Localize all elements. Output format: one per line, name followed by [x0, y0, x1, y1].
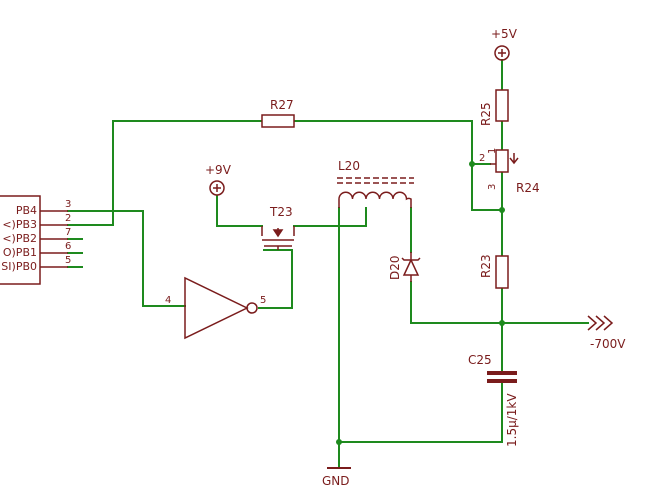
supply-9v: +9V [205, 163, 232, 196]
potentiometer-r24-body [495, 149, 509, 173]
junction-r24-r23 [499, 207, 505, 213]
output-terminal: -700V [587, 315, 626, 351]
supply-9v-label: +9V [205, 163, 232, 177]
wire-9v-to-transistor [216, 195, 263, 227]
ic-pin-label-pb2: <)PB2 [2, 232, 37, 245]
potentiometer-r24-label: R24 [516, 181, 540, 195]
resistor-r25-body [495, 89, 509, 122]
capacitor-c25-value: 1.5μ/1kV [505, 393, 519, 447]
inductor-core [337, 177, 414, 184]
inverter-triangle [184, 276, 249, 340]
resistor-r25-label: R25 [479, 102, 493, 126]
ic-pin-label-pb1: O)PB1 [3, 246, 37, 259]
capacitor-c25-label: C25 [468, 353, 492, 367]
supply-9v-symbol [209, 180, 225, 196]
capacitor-c25-plate-bottom [487, 379, 517, 383]
inductor-l20: L20 [337, 159, 414, 208]
output-label: -700V [590, 337, 626, 351]
junctions [336, 161, 505, 445]
ground-label: GND [322, 474, 350, 488]
transistor-t23-label: T23 [269, 205, 293, 219]
ic-pin-number-2: 2 [65, 213, 71, 224]
ic-pin-number-3: 3 [65, 199, 71, 210]
potentiometer-r24-pin1: 1 [487, 148, 498, 154]
inverter-bubble [246, 302, 258, 314]
junction-r24-wiper [469, 161, 475, 167]
diode-d20: D20 [388, 252, 421, 282]
inverter-in-pin: 4 [165, 295, 171, 306]
wire-c25-to-gnd [338, 382, 503, 443]
diode-d20-label: D20 [388, 255, 402, 280]
inductor-l20-label: L20 [338, 159, 360, 173]
ic-chip: PB4 <)PB3 <)PB2 O)PB1 SI)PB0 3 2 7 6 5 [0, 195, 71, 285]
potentiometer-r24-arrow-icon [509, 153, 519, 165]
supply-5v: +5V [491, 27, 518, 61]
inverter-out-pin: 5 [260, 295, 266, 306]
ic-pin-label-pb0: SI)PB0 [1, 260, 37, 273]
wire-transistor-to-inductor [293, 207, 367, 227]
transistor-t23: T23 [261, 205, 295, 250]
capacitor-c25-plate-top [487, 371, 517, 375]
ground: GND [322, 467, 351, 488]
wire-pb3-to-r27 [67, 120, 263, 226]
resistor-r23-body [495, 255, 509, 289]
potentiometer-r24-pin3: 3 [487, 184, 498, 190]
junction-gnd [336, 439, 342, 445]
junction-output [499, 320, 505, 326]
inductor-l20-coils [338, 191, 412, 208]
ic-pin-number-7: 7 [65, 227, 71, 238]
resistor-r23-label: R23 [479, 254, 493, 278]
resistor-r25: R25 [479, 89, 509, 126]
resistor-r27-body [261, 114, 295, 128]
resistor-r27: R27 [261, 98, 295, 128]
ic-pin-label-pb3: <)PB3 [2, 218, 37, 231]
potentiometer-r24: R24 1 2 3 [479, 148, 540, 195]
capacitor-c25: C25 1.5μ/1kV [468, 353, 519, 447]
diode-d20-triangle [402, 258, 420, 276]
supply-5v-symbol [494, 45, 510, 61]
wire-pb4-to-inverter [67, 210, 186, 307]
ic-pin-number-5: 5 [65, 255, 71, 266]
potentiometer-r24-pin2: 2 [479, 153, 485, 164]
inverter-gate: 4 5 [165, 276, 266, 340]
wire-diode-to-output [410, 281, 589, 324]
ic-body [0, 195, 41, 285]
supply-5v-label: +5V [491, 27, 518, 41]
resistor-r23: R23 [479, 254, 509, 289]
ic-pin-number-6: 6 [65, 241, 71, 252]
ic-pin-label-pb4: PB4 [16, 204, 37, 217]
wires [67, 59, 589, 469]
wire-r27-to-r24-wiper [293, 120, 491, 165]
resistor-r27-label: R27 [270, 98, 294, 112]
output-chevron-icon [587, 315, 614, 331]
wire-r24-to-r23 [471, 163, 503, 257]
